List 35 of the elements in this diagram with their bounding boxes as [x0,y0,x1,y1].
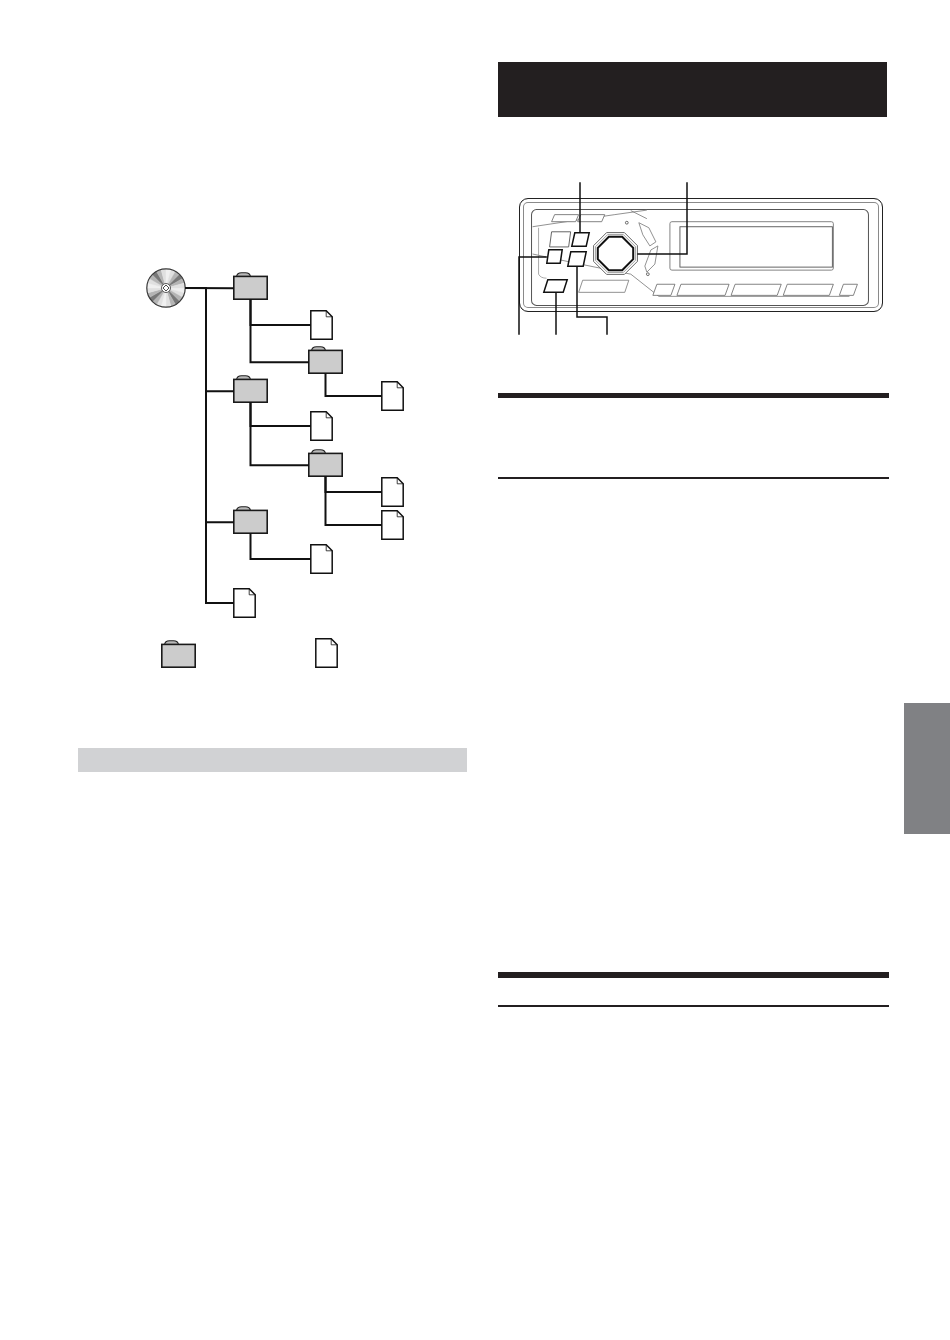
side-tab [904,703,950,834]
rotary-knob [592,231,638,275]
file-icon [381,477,404,507]
leader-line [555,292,557,335]
file-icon [310,411,333,441]
file-icon [310,544,333,574]
stereo-button [542,278,568,293]
folder-icon [233,272,268,300]
car-stereo-faceplate [519,198,883,312]
connector-line [324,373,382,397]
leader-line [579,182,581,233]
leader-line [637,182,688,255]
folder-icon [308,346,343,374]
connector-line [249,402,309,467]
leader-line [518,256,547,335]
file-icon [310,310,333,340]
connector-line [249,299,309,364]
folder-icon [233,506,268,534]
folder-icon [233,375,268,403]
stereo-button [566,250,587,267]
connector-line [249,533,311,560]
file-icon [381,381,404,411]
file-icon [381,510,404,540]
stereo-button [570,231,590,247]
stereo-button [545,248,563,264]
file-icon [315,638,338,668]
connector-line [185,287,234,604]
header-bar [498,62,887,117]
leader-line [576,266,608,335]
connector-line [324,476,382,526]
file-icon [233,588,256,618]
folder-icon [161,640,196,668]
section-bar [78,748,467,772]
disc-icon [146,268,186,308]
folder-icon [308,449,343,477]
